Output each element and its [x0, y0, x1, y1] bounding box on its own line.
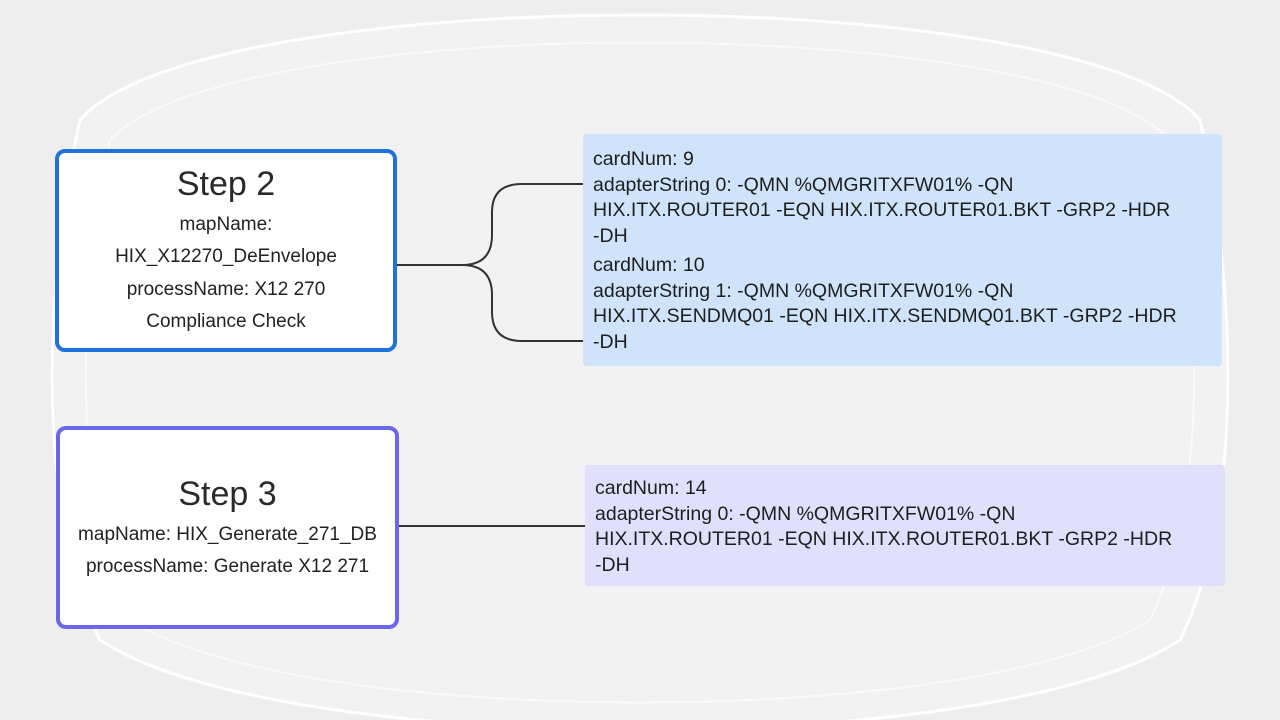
- step-2-map-name: HIX_X12270_DeEnvelope: [115, 246, 337, 267]
- adapter-string-label: adapterString 0: -QMN %QMGRITXFW01% -QN: [595, 502, 1016, 525]
- step-2-map-label: mapName:: [179, 213, 273, 235]
- card-9: cardNum: 9 adapterString 0: -QMN %QMGRIT…: [593, 147, 1212, 249]
- card-10: cardNum: 10 adapterString 1: -QMN %QMGRI…: [593, 253, 1212, 355]
- adapter-string-cont: HIX.ITX.SENDMQ01 -EQN HIX.ITX.SENDMQ01.B…: [593, 305, 1177, 327]
- adapter-string-cont: HIX.ITX.ROUTER01 -EQN HIX.ITX.ROUTER01.B…: [595, 528, 1173, 550]
- adapter-string-cont: HIX.ITX.ROUTER01 -EQN HIX.ITX.ROUTER01.B…: [593, 199, 1171, 221]
- step-2-title: Step 2: [176, 164, 276, 203]
- step-2-node: Step 2 mapName: HIX_X12270_DeEnvelope pr…: [55, 149, 397, 352]
- card-num-label: cardNum: 9: [593, 148, 694, 170]
- step-3-title: Step 3: [178, 474, 277, 513]
- step-3-map-name: mapName: HIX_Generate_271_DB: [78, 523, 377, 545]
- adapter-string-label: adapterString 1: -QMN %QMGRITXFW01% -QN: [593, 279, 1014, 302]
- adapter-string-cont: -DH: [593, 330, 628, 353]
- step-3-process-name: processName: Generate X12 271: [85, 555, 370, 577]
- step-2-process-name: processName: X12 270: [126, 278, 326, 300]
- adapter-string-label: adapterString 0: -QMN %QMGRITXFW01% -QN: [593, 173, 1014, 196]
- card-num-label: cardNum: 10: [593, 254, 705, 276]
- step-3-node: Step 3 mapName: HIX_Generate_271_DB proc…: [56, 426, 399, 629]
- adapter-string-cont: -DH: [595, 553, 630, 576]
- step-2-cards-panel: cardNum: 9 adapterString 0: -QMN %QMGRIT…: [583, 134, 1222, 366]
- card-num-label: cardNum: 14: [595, 477, 707, 499]
- step-3-cards-panel: cardNum: 14 adapterString 0: -QMN %QMGRI…: [585, 465, 1225, 586]
- card-14: cardNum: 14 adapterString 0: -QMN %QMGRI…: [595, 476, 1215, 578]
- step-2-process-name-cont: Compliance Check: [146, 311, 306, 332]
- adapter-string-cont: -DH: [593, 224, 628, 247]
